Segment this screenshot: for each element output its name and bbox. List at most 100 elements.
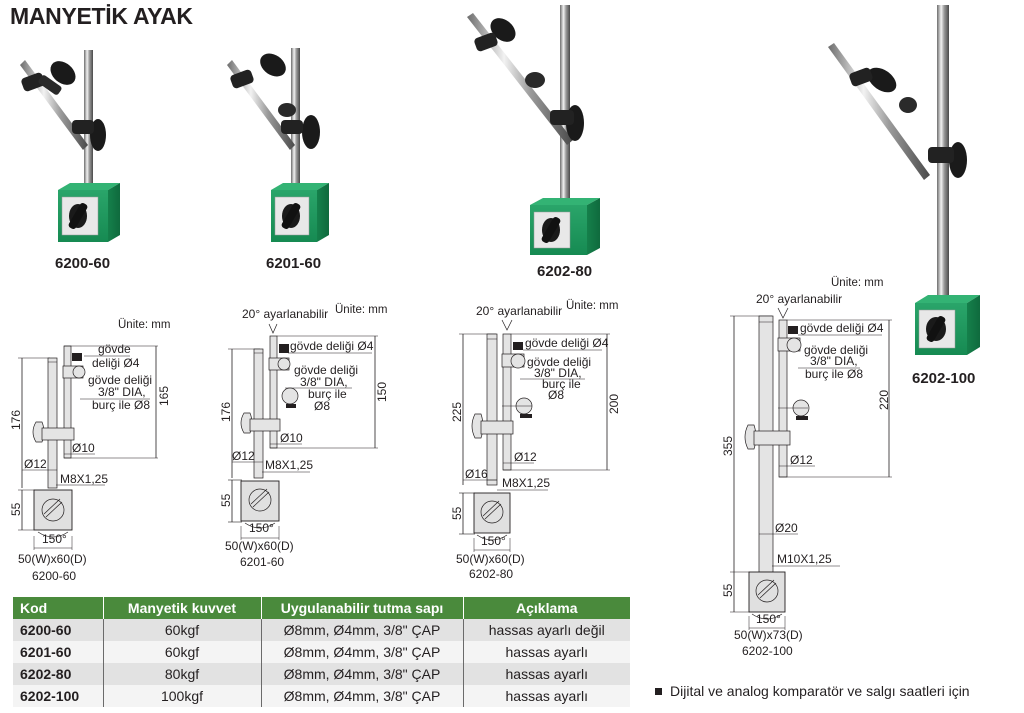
callout-hole2-c: burç ile [542, 377, 581, 391]
angle-label: 20° ayarlanabilir [242, 307, 328, 321]
table-header-row: Kod Manyetik kuvvet Uygulanabilir tutma … [13, 597, 630, 619]
callout-hole1: gövde deliği Ø4 [525, 336, 609, 350]
table-row: 6200-60 60kgf Ø8mm, Ø4mm, 3/8" ÇAP hassa… [13, 619, 630, 641]
unit-label: Ünite: mm [335, 304, 387, 316]
drawing-code: 6202-80 [469, 567, 513, 581]
dim-overall-height: 225 [450, 402, 464, 422]
callout-hole1-a: gövde [98, 342, 131, 356]
dim-overall-height: 176 [219, 402, 233, 422]
cell-holder: Ø8mm, Ø4mm, 3/8" ÇAP [261, 685, 464, 707]
callout-hole2-b: 3/8" DIA, [300, 375, 348, 389]
cell-code: 6201-60 [13, 641, 104, 663]
dim-rod-dia: Ø16 [465, 467, 488, 481]
cell-description: hassas ayarlı değil [463, 619, 630, 641]
table-row: 6202-80 80kgf Ø8mm, Ø4mm, 3/8" ÇAP hassa… [13, 663, 630, 685]
callout-hole1: gövde deliği Ø4 [290, 339, 374, 353]
dim-thread: M10X1,25 [777, 552, 832, 566]
cell-description: hassas ayarlı [463, 641, 630, 663]
product-label-6201-60: 6201-60 [266, 255, 322, 272]
drawing-code: 6201-60 [240, 555, 284, 569]
header-manyetik-kuvvet: Manyetik kuvvet [103, 597, 262, 619]
dim-arm-height: 220 [877, 390, 891, 410]
technical-drawing-6202-100: Ünite: mm 20° ayarlanabilir 355 220 gövd… [700, 270, 960, 665]
dim-base-height: 55 [219, 493, 233, 507]
product-label-6200-60: 6200-60 [55, 255, 111, 272]
dim-base-size: 50(W)x73(D) [734, 628, 803, 642]
cell-code: 6200-60 [13, 619, 104, 641]
dim-arm-dia: Ø12 [790, 453, 813, 467]
dim-base-size: 50(W)x60(D) [225, 539, 294, 553]
callout-hole2-c: burç ile [308, 387, 347, 401]
product-label-6202-80: 6202-80 [537, 263, 593, 280]
table-row: 6201-60 60kgf Ø8mm, Ø4mm, 3/8" ÇAP hassa… [13, 641, 630, 663]
header-tutma-sapi: Uygulanabilir tutma sapı [261, 597, 464, 619]
dim-rod-dia: Ø12 [24, 457, 47, 471]
dim-angle: 150° [249, 521, 274, 535]
technical-drawing-6200-60: Ünite: mm 176 165 gövde deliği Ø4 gövde … [0, 310, 210, 590]
cell-description: hassas ayarlı [463, 685, 630, 707]
dim-overall-height: 355 [721, 436, 735, 456]
cell-force: 60kgf [103, 641, 262, 663]
product-photo-6201-60 [215, 40, 335, 245]
dim-angle: 150° [42, 532, 67, 546]
product-photo-6202-100 [820, 5, 980, 360]
cell-force: 80kgf [103, 663, 262, 685]
dim-base-size: 50(W)x60(D) [18, 552, 87, 566]
dim-rod-dia: Ø12 [232, 449, 255, 463]
dim-base-height: 55 [721, 583, 735, 597]
technical-drawing-6202-80: Ünite: mm 20° ayarlanabilir 225 200 gövd… [430, 290, 640, 585]
usage-note-text: Dijital ve analog komparatör ve salgı sa… [670, 683, 970, 699]
dim-thread: M8X1,25 [60, 472, 108, 486]
dim-arm-height: 150 [375, 382, 389, 402]
cell-code: 6202-80 [13, 663, 104, 685]
callout-hole2-d: Ø8 [314, 399, 330, 413]
table-row: 6202-100 100kgf Ø8mm, Ø4mm, 3/8" ÇAP has… [13, 685, 630, 707]
dim-overall-height: 176 [9, 410, 23, 430]
dim-arm-dia: Ø12 [514, 450, 537, 464]
dim-arm-height: 200 [607, 394, 621, 414]
cell-code: 6202-100 [13, 685, 104, 707]
usage-note: Dijital ve analog komparatör ve salgı sa… [655, 683, 970, 699]
callout-hole1: gövde deliği Ø4 [800, 321, 884, 335]
unit-label: Ünite: mm [831, 277, 883, 289]
dim-thread: M8X1,25 [265, 458, 313, 472]
cell-holder: Ø8mm, Ø4mm, 3/8" ÇAP [261, 641, 464, 663]
dim-angle: 150° [756, 612, 781, 626]
angle-label: 20° ayarlanabilir [476, 304, 562, 318]
cell-force: 100kgf [103, 685, 262, 707]
angle-label: 20° ayarlanabilir [756, 292, 842, 306]
drawing-code: 6200-60 [32, 569, 76, 583]
callout-hole2-b: 3/8" DIA, [98, 385, 146, 399]
callout-hole2-a: gövde deliği [527, 355, 591, 369]
spec-table: Kod Manyetik kuvvet Uygulanabilir tutma … [13, 597, 630, 707]
cell-force: 60kgf [103, 619, 262, 641]
callout-hole1-b: deliği Ø4 [92, 356, 140, 370]
callout-hole2-c: burç ile Ø8 [805, 367, 863, 381]
callout-hole2-a: gövde deliği [804, 343, 868, 357]
dim-arm-dia: Ø10 [280, 431, 303, 445]
callout-hole2-c: burç ile Ø8 [92, 398, 150, 412]
technical-drawing-6201-60: Ünite: mm 20° ayarlanabilir 176 150 gövd… [210, 300, 420, 580]
callout-hole2-a: gövde deliği [88, 373, 152, 387]
dim-arm-height: 165 [157, 386, 171, 406]
cell-holder: Ø8mm, Ø4mm, 3/8" ÇAP [261, 663, 464, 685]
dim-rod-dia: Ø20 [775, 521, 798, 535]
header-kod: Kod [13, 597, 104, 619]
header-aciklama: Açıklama [463, 597, 630, 619]
page-title: MANYETİK AYAK [10, 3, 193, 29]
dim-thread: M8X1,25 [502, 476, 550, 490]
dim-base-height: 55 [9, 502, 23, 516]
callout-hole2-b: 3/8" DIA, [534, 366, 582, 380]
dim-angle: 150° [481, 534, 506, 548]
cell-holder: Ø8mm, Ø4mm, 3/8" ÇAP [261, 619, 464, 641]
callout-hole2-a: gövde deliği [294, 363, 358, 377]
square-bullet-icon [655, 687, 662, 695]
unit-label: Ünite: mm [118, 319, 170, 331]
product-photo-6200-60 [8, 40, 128, 245]
dim-base-height: 55 [450, 506, 464, 520]
dim-arm-dia: Ø10 [72, 441, 95, 455]
product-photo-6202-80 [455, 5, 605, 260]
callout-hole2-b: 3/8" DIA, [810, 354, 858, 368]
dim-base-size: 50(W)x60(D) [456, 552, 525, 566]
product-label-6202-100: 6202-100 [912, 370, 976, 387]
